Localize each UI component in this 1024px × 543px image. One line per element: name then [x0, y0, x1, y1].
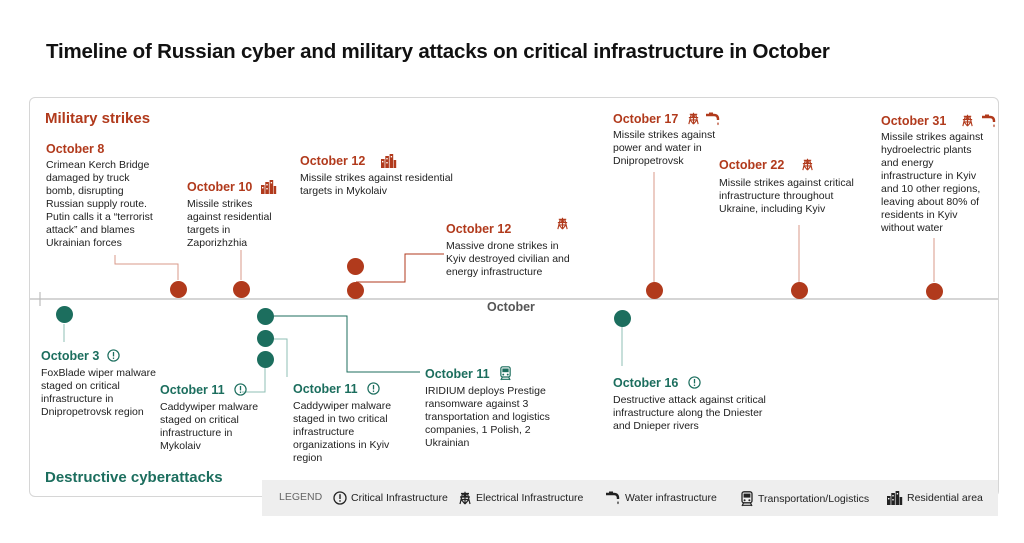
event-date: October 12	[446, 222, 512, 236]
electrical-icon	[687, 112, 700, 125]
legend-item-critical: Critical Infrastructure	[333, 491, 448, 505]
dot-oct10	[233, 281, 250, 298]
dot-oct11-a	[257, 308, 274, 325]
water-icon	[981, 114, 997, 128]
dot-oct16	[614, 310, 631, 327]
event-text: Missile strikes against critical infrast…	[719, 177, 854, 215]
event-oct22: October 22 Missile strikes against criti…	[719, 156, 859, 216]
water-icon	[705, 112, 721, 126]
residential-icon	[260, 180, 277, 194]
dot-oct17	[646, 282, 663, 299]
water-icon	[605, 491, 621, 505]
connector-oct12-drone	[356, 253, 444, 283]
critical-icon	[367, 382, 380, 395]
electrical-icon	[801, 158, 814, 171]
transport-icon	[740, 491, 754, 507]
event-oct17: October 17 Missile strikes against power…	[613, 110, 721, 168]
critical-icon	[333, 491, 347, 505]
event-oct8: October 8 Crimean Kerch Bridge damaged b…	[46, 142, 156, 250]
legend-item-water: Water infrastructure	[605, 491, 717, 505]
dot-oct3	[56, 306, 73, 323]
dot-oct12-mykolaiv	[347, 258, 364, 275]
legend-item-electrical: Electrical Infrastructure	[458, 491, 583, 505]
event-text: Missile strikes against residential targ…	[187, 198, 272, 249]
event-text: Missile strikes against power and water …	[613, 129, 716, 167]
event-oct11-mykolaiv: October 11 Caddywiper malware staged on …	[160, 381, 260, 453]
event-date: October 31	[881, 114, 947, 128]
legend-title: LEGEND	[279, 491, 323, 503]
event-date: October 11	[425, 367, 490, 381]
legend-item-transport: Transportation/Logistics	[740, 491, 869, 507]
event-text: Caddywiper malware staged on critical in…	[160, 401, 259, 452]
event-date: October 22	[719, 158, 785, 172]
dot-oct8	[170, 281, 187, 298]
event-date: October 16	[613, 376, 679, 390]
event-date: October 10	[187, 180, 253, 194]
dot-oct12-kyiv	[347, 282, 364, 299]
residential-icon	[380, 154, 397, 168]
cyberattacks-label: Destructive cyberattacks	[45, 469, 223, 486]
event-oct16: October 16 Destructive attack against cr…	[613, 374, 773, 433]
connector-oct11-iridium	[274, 315, 420, 373]
page-title: Timeline of Russian cyber and military a…	[46, 40, 830, 63]
event-oct12-mykolaiv: October 12 Missile strikes against resid…	[300, 152, 460, 198]
event-text: Massive drone strikes in Kyiv destroyed …	[446, 240, 570, 278]
legend-item-residential: Residential area	[886, 491, 983, 505]
event-text: IRIDIUM deploys Prestige ransomware agai…	[425, 385, 550, 449]
event-text: Missile strikes against hydroelectric pl…	[881, 131, 984, 234]
dot-oct31	[926, 283, 943, 300]
event-date: October 17	[613, 112, 679, 126]
event-text: Caddywiper malware staged in two critica…	[293, 400, 392, 464]
electrical-icon	[961, 114, 974, 127]
event-oct11-iridium: October 11 IRIDIUM deploys Prestige rans…	[425, 365, 565, 450]
event-text: Missile strikes against residential targ…	[300, 172, 453, 197]
connector-oct11-kyiv	[274, 338, 288, 377]
dot-oct22	[791, 282, 808, 299]
event-date: October 8	[46, 142, 105, 156]
event-date: October 3	[41, 349, 100, 363]
transport-icon	[499, 366, 512, 381]
event-text: Crimean Kerch Bridge damaged by truck bo…	[46, 159, 153, 249]
event-oct12-kyiv: October 12 Massive drone strikes in Kyiv…	[446, 220, 581, 279]
legend: LEGEND Critical Infrastructure Electrica…	[262, 480, 998, 516]
event-oct11-kyiv: October 11 Caddywiper malware staged in …	[293, 380, 403, 465]
event-oct3: October 3 FoxBlade wiper malware staged …	[41, 347, 156, 419]
event-oct10: October 10 Missile strikes against resid…	[187, 178, 287, 250]
critical-icon	[234, 383, 247, 396]
connector-oct11-mykolaiv	[242, 368, 266, 393]
critical-icon	[107, 349, 120, 362]
event-text: Destructive attack against critical infr…	[613, 394, 766, 432]
connector-oct8	[114, 255, 179, 280]
electrical-icon	[556, 217, 569, 230]
event-date: October 11	[160, 383, 225, 397]
event-oct31: October 31 Missile strikes against hydro…	[881, 112, 989, 235]
event-date: October 12	[300, 154, 366, 168]
residential-icon	[886, 491, 903, 505]
dot-oct11-c	[257, 351, 274, 368]
electrical-icon	[458, 491, 472, 505]
axis-label-box: October	[481, 298, 541, 316]
critical-icon	[688, 376, 701, 389]
axis-month-label: October	[481, 300, 541, 314]
event-text: FoxBlade wiper malware staged on critica…	[41, 367, 156, 418]
dot-oct11-b	[257, 330, 274, 347]
event-date: October 11	[293, 382, 358, 396]
military-strikes-label: Military strikes	[45, 110, 151, 127]
